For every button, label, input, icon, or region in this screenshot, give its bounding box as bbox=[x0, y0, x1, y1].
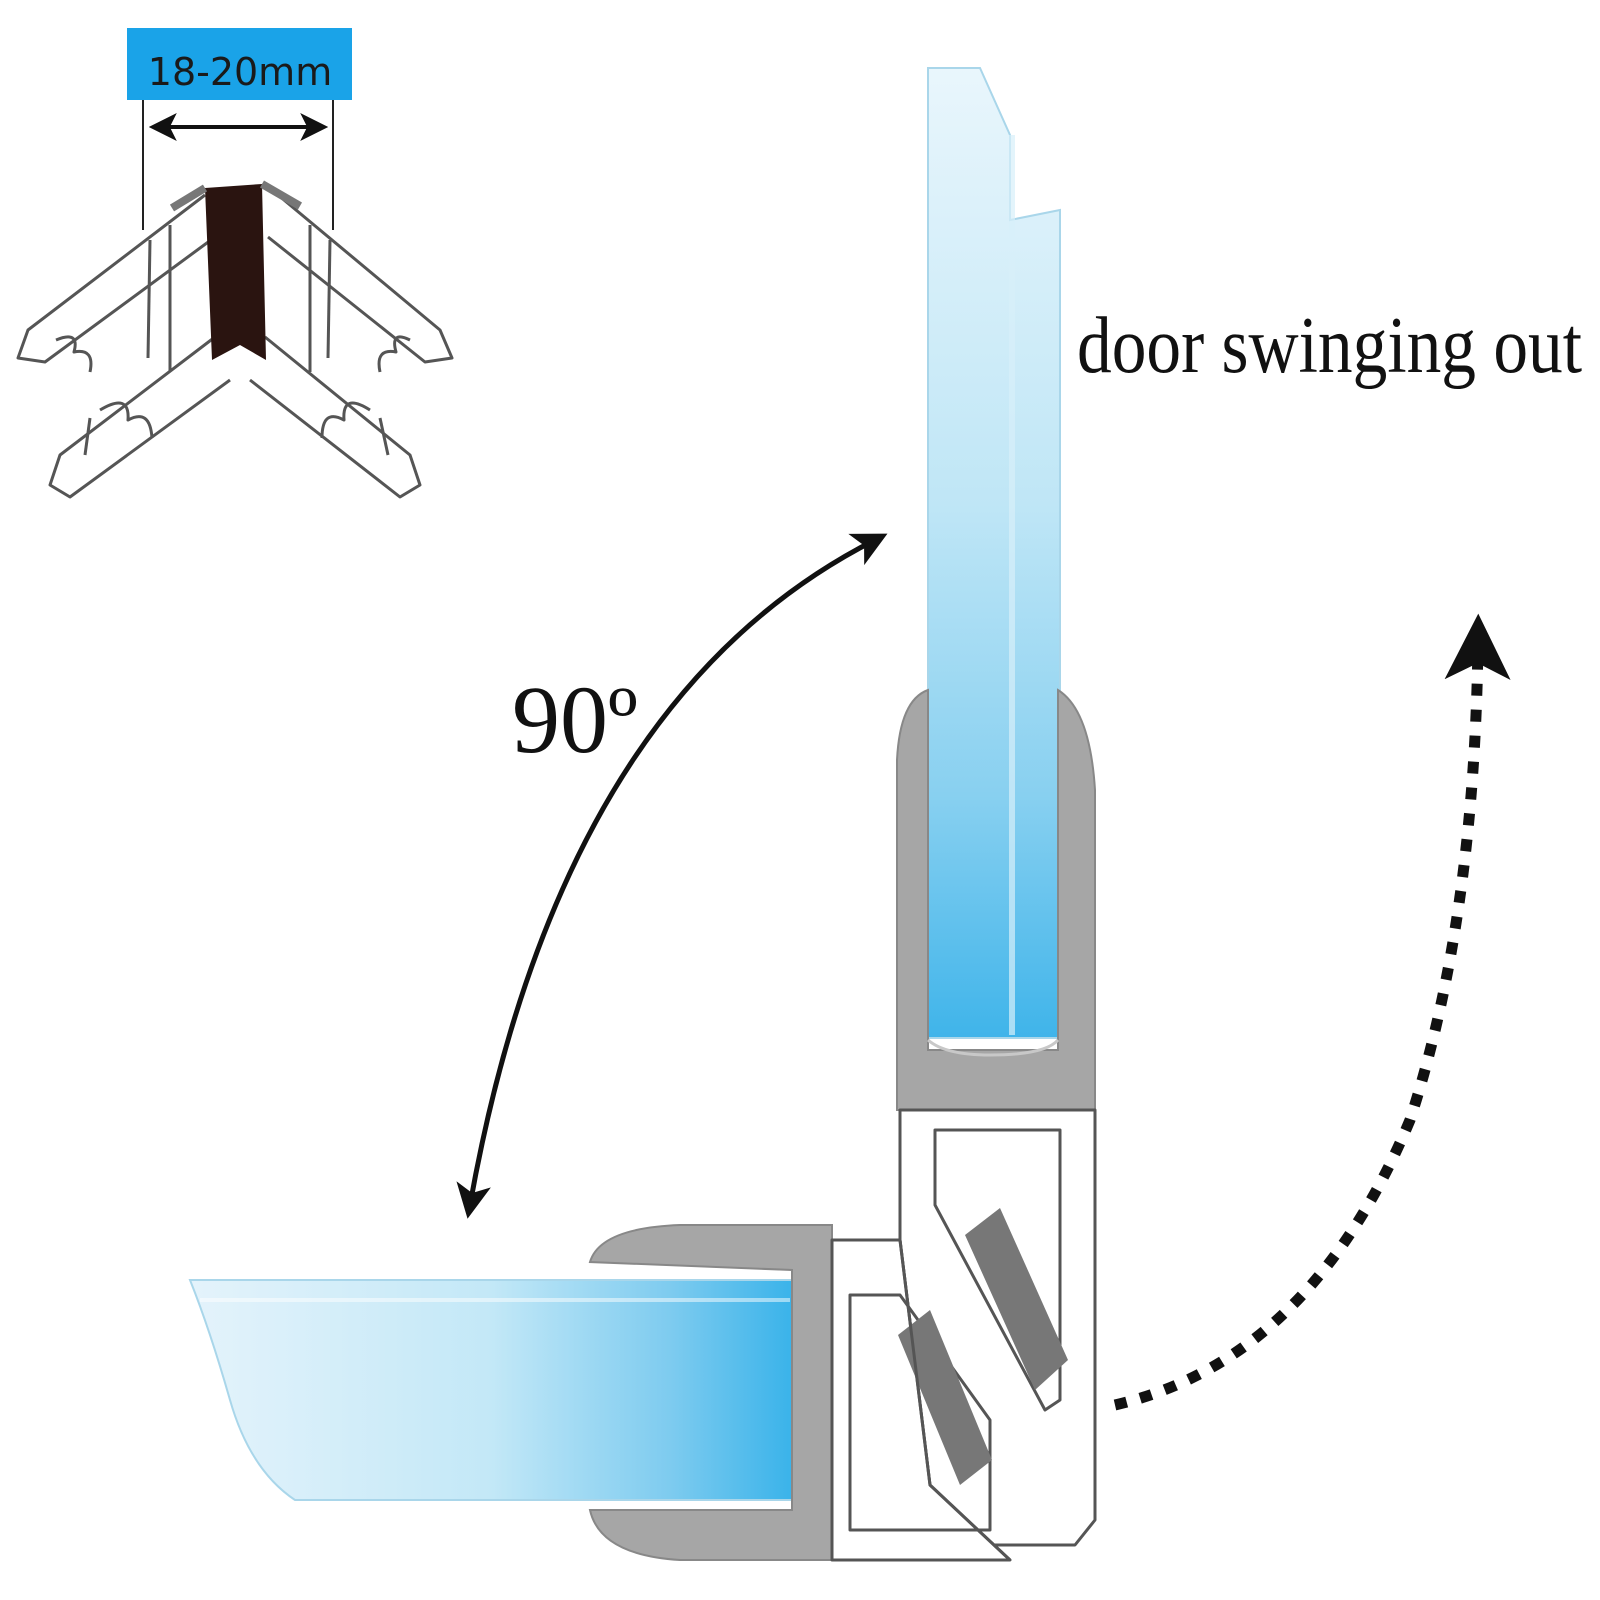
door-swing-label: door swinging out bbox=[1077, 302, 1582, 390]
swing-direction-arrow bbox=[1113, 613, 1511, 1411]
angle-arc-arrow bbox=[456, 533, 888, 1219]
door-glass-panel bbox=[927, 67, 1061, 1039]
width-badge bbox=[127, 28, 352, 100]
angle-label: 90º bbox=[512, 666, 638, 773]
magnet-strip bbox=[205, 184, 266, 360]
corner-seal-profile bbox=[830, 1108, 1097, 1562]
magnet-strip-lower bbox=[898, 1310, 992, 1485]
vertical-seal-channel bbox=[896, 688, 1096, 1111]
seal-cross-section-inset: 18-20mm bbox=[16, 28, 454, 499]
width-range-label: 18-20mm bbox=[148, 50, 332, 94]
fixed-glass-panel bbox=[188, 1279, 793, 1501]
horizontal-seal-channel bbox=[588, 1224, 833, 1561]
magnet-strip-upper bbox=[965, 1208, 1068, 1390]
